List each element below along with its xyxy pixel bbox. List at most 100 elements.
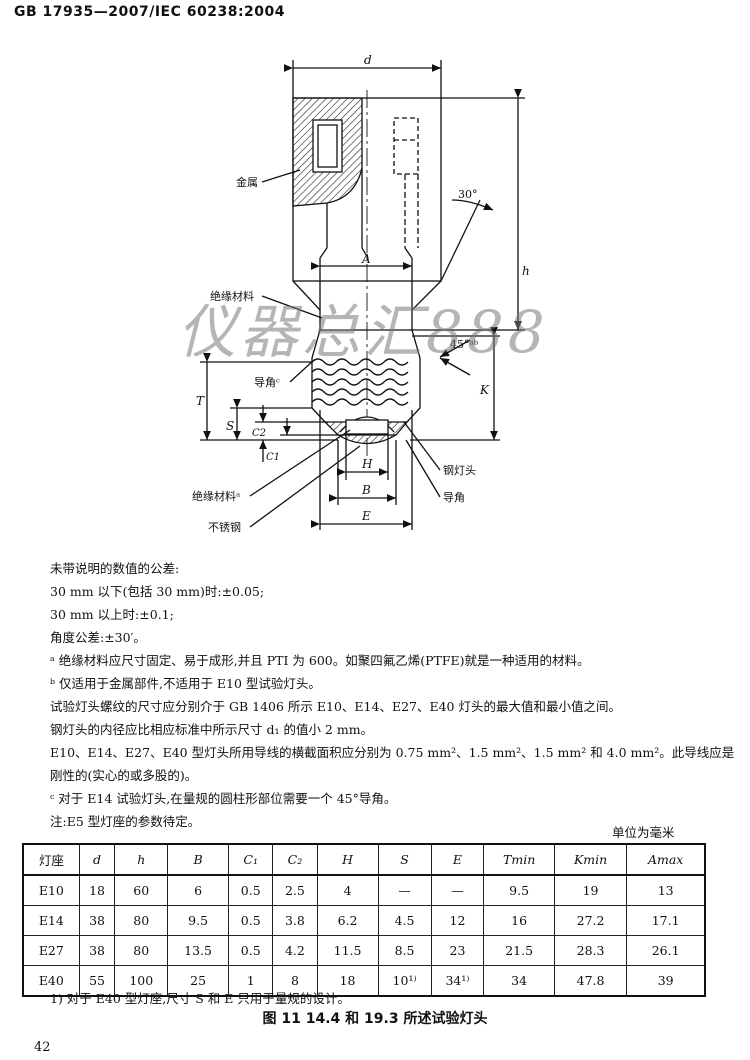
table-footnote: 1) 对于 E40 型灯座,尺寸 S 和 E 只用于量规的设计。 (50, 991, 350, 1006)
table-row: E27 38 80 13.5 0.5 4.2 11.5 8.5 23 21.5 … (21, 935, 707, 966)
table-cell: 80 (114, 935, 169, 966)
table-cell: 12 (430, 905, 485, 936)
table-cell: 4 (316, 874, 379, 906)
table-cell: 23 (430, 935, 485, 966)
test-cap-drawing: d h A K T S C2 C1 H B E 30° 45°ᵃᵇ 金属 绝缘材… (192, 53, 530, 534)
table-row: E10 18 60 6 0.5 2.5 4 — — 9.5 19 13 (21, 874, 707, 906)
note-line: ᶜ 对于 E14 试验灯头,在量规的圆柱形部位需要一个 45°导角。 (50, 791, 397, 806)
table-cell: 38 (78, 935, 116, 966)
table-cell: 9.5 (483, 874, 555, 906)
table-cell: 0.5 (228, 935, 274, 966)
table-cell: 55 (78, 965, 116, 997)
note-line: 30 mm 以上时:±0.1; (50, 607, 174, 622)
table-cell: — (430, 874, 485, 906)
label-stainless: 不锈钢 (208, 521, 241, 534)
table-cell: 0.5 (228, 905, 274, 936)
table-header-row: 灯座 d h B C₁ C₂ H S E Tmin Kmin Amax (21, 843, 707, 876)
note-line: 试验灯头螺纹的尺寸应分别介于 GB 1406 所示 E10、E14、E27、E4… (50, 699, 621, 714)
table-cell: E40 (21, 965, 80, 997)
table-header-cell: 灯座 (21, 843, 80, 876)
table-cell: 3.8 (272, 905, 318, 936)
table-header-cell: C₂ (272, 843, 318, 876)
figure-caption: 图 11 14.4 和 19.3 所述试验灯头 (262, 1011, 488, 1027)
table-cell: 4.5 (377, 905, 432, 936)
label-chamfer-c: 导角ᶜ (254, 376, 280, 389)
table-cell: 13 (626, 874, 707, 906)
table-cell: 0.5 (228, 874, 274, 906)
table-header-cell: Kmin (553, 843, 628, 876)
watermark: 仪器总汇888 (178, 298, 549, 366)
dim-a-label: A (361, 252, 371, 266)
table-cell: 19 (553, 874, 628, 906)
dimension-table: 灯座 d h B C₁ C₂ H S E Tmin Kmin Amax E10 … (21, 843, 707, 997)
dim-h-small-label: H (361, 457, 373, 471)
dim-c2-label: C2 (252, 428, 266, 439)
note-line: 角度公差:±30′。 (50, 630, 146, 645)
table-cell: 34 (483, 965, 555, 997)
note-line: 未带说明的数值的公差: (50, 561, 180, 576)
table-cell: 47.8 (553, 965, 628, 997)
table-cell: 26.1 (626, 935, 707, 966)
table-cell: 18 (316, 965, 379, 997)
page-number: 42 (34, 1040, 51, 1055)
table-row: E14 38 80 9.5 0.5 3.8 6.2 4.5 12 16 27.2… (21, 905, 707, 936)
table-header-cell: E (430, 843, 485, 876)
label-insulation: 绝缘材料 (210, 289, 254, 303)
table-cell: — (377, 874, 432, 906)
note-line: 注:E5 型灯座的参数待定。 (50, 814, 201, 829)
dim-k-label: K (479, 383, 490, 397)
table-cell: 60 (114, 874, 169, 906)
table-header-cell: Amax (626, 843, 707, 876)
table-cell: 27.2 (553, 905, 628, 936)
label-chamfer: 导角 (443, 491, 465, 504)
table-cell: 39 (626, 965, 707, 997)
table-header-cell: C₁ (228, 843, 274, 876)
table-row: E40 55 100 25 1 8 18 10¹⁾ 34¹⁾ 34 47.8 3… (21, 965, 707, 997)
table-cell: 17.1 (626, 905, 707, 936)
table-cell: E10 (21, 874, 80, 906)
dim-d-label: d (364, 53, 372, 67)
table-cell: 6 (167, 874, 230, 906)
table-cell: 38 (78, 905, 116, 936)
table-cell: 10¹⁾ (377, 965, 432, 997)
note-line: ᵇ 仅适用于金属部件,不适用于 E10 型试验灯头。 (50, 676, 321, 691)
table-cell: 80 (114, 905, 169, 936)
label-steel-cap: 钢灯头 (443, 464, 476, 477)
dim-c1-label: C1 (266, 452, 280, 463)
table-cell: E14 (21, 905, 80, 936)
table-cell: 9.5 (167, 905, 230, 936)
standard-header: GB 17935—2007/IEC 60238:2004 (14, 4, 286, 20)
notes: 未带说明的数值的公差: 30 mm 以下(包括 30 mm)时:±0.05; 3… (50, 558, 734, 834)
table-cell: 1 (228, 965, 274, 997)
table-header-cell: d (78, 843, 116, 876)
angle-30-label: 30° (458, 188, 478, 201)
unit-label: 单位为毫米 (612, 825, 675, 840)
table-cell: 16 (483, 905, 555, 936)
dim-t-label: T (196, 394, 205, 408)
table-header-cell: B (167, 843, 230, 876)
table-cell: 2.5 (272, 874, 318, 906)
table-cell: 8 (272, 965, 318, 997)
table-header-cell: H (316, 843, 379, 876)
table-cell: 21.5 (483, 935, 555, 966)
angle-45-label: 45°ᵃᵇ (450, 338, 479, 351)
note-line: 钢灯头的内径应比相应标准中所示尺寸 d₁ 的值小 2 mm。 (50, 722, 374, 737)
table-cell: 13.5 (167, 935, 230, 966)
table-cell: 4.2 (272, 935, 318, 966)
label-metal: 金属 (236, 175, 258, 189)
table-cell: 8.5 (377, 935, 432, 966)
dim-s-label: S (226, 419, 234, 433)
table-header-cell: S (377, 843, 432, 876)
dim-e-label: E (361, 509, 371, 523)
table-cell: 28.3 (553, 935, 628, 966)
table-header-cell: Tmin (483, 843, 555, 876)
label-insulation-a: 绝缘材料ᵃ (192, 489, 240, 503)
dim-b-label: B (361, 483, 371, 497)
drawing-geometry (200, 60, 525, 530)
note-line: 刚性的(实心的或多股的)。 (50, 768, 198, 783)
table-header-cell: h (114, 843, 169, 876)
note-line: E10、E14、E27、E40 型灯头所用导线的横截面积应分别为 0.75 mm… (50, 745, 735, 760)
dim-h-label: h (522, 264, 530, 278)
note-line: 30 mm 以下(包括 30 mm)时:±0.05; (50, 584, 265, 599)
table-cell: 34¹⁾ (430, 965, 485, 997)
